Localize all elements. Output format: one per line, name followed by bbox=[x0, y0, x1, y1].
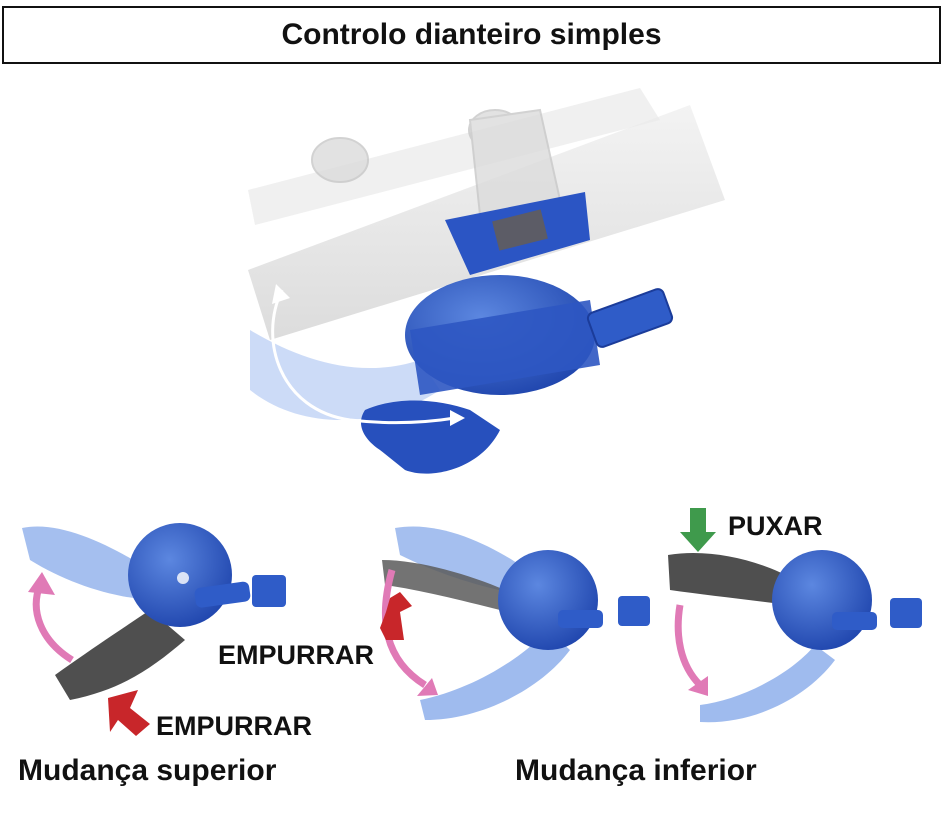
main-shifter-view bbox=[248, 88, 725, 474]
upshift-diagram bbox=[22, 523, 286, 736]
downshift-pull-diagram bbox=[668, 508, 922, 723]
pull-label: PUXAR bbox=[728, 511, 823, 541]
rotation-arrow-icon bbox=[271, 284, 465, 426]
push-label-middle: EMPURRAR bbox=[218, 640, 375, 670]
diagram-title: Controlo dianteiro simples bbox=[2, 6, 941, 64]
upshift-caption: Mudança superior bbox=[18, 754, 277, 787]
downshift-push-diagram bbox=[380, 526, 650, 720]
push-label-left: EMPURRAR bbox=[156, 711, 313, 741]
push-arrow-icon bbox=[380, 592, 412, 640]
pull-arrow-icon bbox=[680, 508, 716, 552]
downshift-caption: Mudança inferior bbox=[515, 754, 757, 787]
push-arrow-icon bbox=[108, 690, 150, 736]
